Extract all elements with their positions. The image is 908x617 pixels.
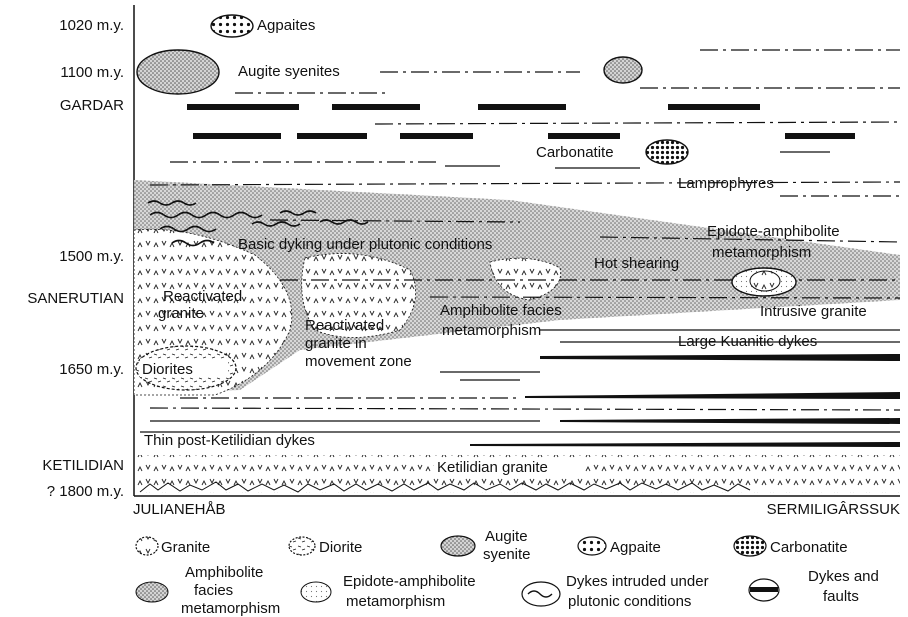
label-reactivated-granite-1: Reactivated bbox=[163, 288, 242, 305]
augite-syenite-body-large[interactable] bbox=[137, 50, 219, 94]
label-reactivated-movement-2: granite in bbox=[305, 335, 367, 352]
label-reactivated-movement-1: Reactivated bbox=[305, 317, 384, 334]
legend-amphibolite-3: metamorphism bbox=[181, 600, 280, 617]
legend-diorite-symbol bbox=[289, 537, 315, 555]
legend-plutonic-dykes-2: plutonic conditions bbox=[568, 593, 691, 610]
label-ketilidian-granite: Ketilidian granite bbox=[437, 459, 548, 476]
label-thin-post-ketilidian: Thin post-Ketilidian dykes bbox=[144, 432, 315, 449]
time-1100: 1100 m.y. bbox=[60, 64, 124, 81]
legend-row-2: Amphibolite facies metamorphism Epidote-… bbox=[136, 564, 879, 617]
label-amphibolite-facies-2: metamorphism bbox=[442, 322, 541, 339]
legend-augite-symbol bbox=[441, 536, 475, 556]
label-carbonatite: Carbonatite bbox=[536, 144, 614, 161]
gardar-thick-dykes[interactable] bbox=[187, 104, 855, 139]
legend-epidote-symbol bbox=[301, 582, 331, 602]
period-ketilidian: KETILIDIAN bbox=[42, 457, 124, 474]
legend-epidote-2: metamorphism bbox=[346, 593, 445, 610]
time-1500: 1500 m.y. bbox=[59, 248, 124, 265]
location-julianehab: JULIANEHÅB bbox=[133, 501, 226, 518]
legend-row-1: Granite Diorite Augite syenite Agpaite C… bbox=[136, 528, 848, 563]
label-diorites: Diorites bbox=[142, 361, 193, 378]
label-large-kuanitic: Large Kuanitic dykes bbox=[678, 333, 817, 350]
legend-granite: Granite bbox=[161, 539, 210, 556]
carbonatite-body[interactable] bbox=[646, 140, 688, 164]
legend-carbonatite: Carbonatite bbox=[770, 539, 848, 556]
legend-dykes-faults-bar bbox=[750, 587, 778, 592]
label-hot-shearing: Hot shearing bbox=[594, 255, 679, 272]
time-1800: ? 1800 m.y. bbox=[47, 483, 124, 500]
location-sermiligarssuk: SERMILIGÂRSSUK bbox=[767, 501, 900, 518]
legend-augite-1: Augite bbox=[485, 528, 528, 545]
legend-amphibolite-1: Amphibolite bbox=[185, 564, 263, 581]
legend-amphibolite-symbol bbox=[136, 582, 168, 602]
period-sanerutian: SANERUTIAN bbox=[27, 290, 124, 307]
legend-agpaite-symbol bbox=[578, 537, 606, 555]
period-gardar: GARDAR bbox=[60, 97, 124, 114]
legend-diorite: Diorite bbox=[319, 539, 362, 556]
legend-plutonic-dykes-1: Dykes intruded under bbox=[566, 573, 709, 590]
kuanitic-dykes[interactable] bbox=[470, 354, 900, 447]
intrusive-granite-core bbox=[750, 271, 780, 291]
label-intrusive-granite: Intrusive granite bbox=[760, 303, 867, 320]
legend-agpaite: Agpaite bbox=[610, 539, 661, 556]
label-epidote-amphibolite-1: Epidote-amphibolite bbox=[707, 223, 840, 240]
legend-augite-2: syenite bbox=[483, 546, 531, 563]
label-amphibolite-facies-1: Amphibolite facies bbox=[440, 302, 562, 319]
label-augite-syenites: Augite syenites bbox=[238, 63, 340, 80]
label-basic-dyking: Basic dyking under plutonic conditions bbox=[238, 236, 492, 253]
label-reactivated-granite-2: granite bbox=[158, 305, 204, 322]
label-lamprophyres: Lamprophyres bbox=[678, 175, 774, 192]
label-epidote-amphibolite-2: metamorphism bbox=[712, 244, 811, 261]
legend-epidote-1: Epidote-amphibolite bbox=[343, 573, 476, 590]
time-1650: 1650 m.y. bbox=[59, 361, 124, 378]
augite-syenite-body-small[interactable] bbox=[604, 57, 642, 83]
legend-amphibolite-2: facies bbox=[194, 582, 233, 599]
legend-dykes-faults-2: faults bbox=[823, 588, 859, 605]
legend-dykes-faults-1: Dykes and bbox=[808, 568, 879, 585]
agpaite-body[interactable] bbox=[211, 15, 253, 37]
legend-carbonatite-symbol bbox=[734, 536, 766, 556]
legend-granite-symbol bbox=[136, 537, 158, 555]
label-agpaites: Agpaites bbox=[257, 17, 315, 34]
label-reactivated-movement-3: movement zone bbox=[305, 353, 412, 370]
time-1020: 1020 m.y. bbox=[59, 17, 124, 34]
